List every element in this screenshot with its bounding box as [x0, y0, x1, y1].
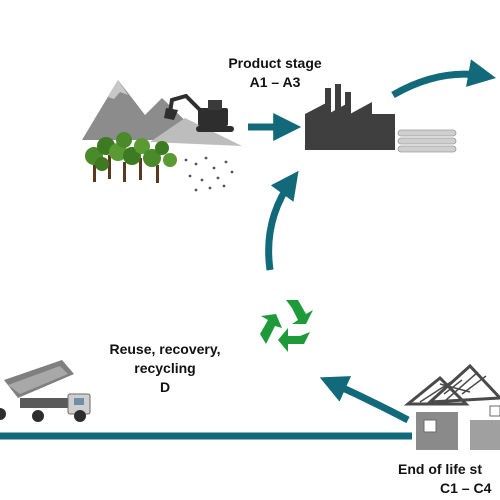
excavator-icon: [164, 93, 234, 132]
gravel-dots: [184, 156, 234, 192]
raw-materials-illustration: [82, 80, 242, 192]
reuse-stage-line1: Reuse, recovery,: [109, 341, 221, 357]
trees-icon: [85, 132, 177, 183]
factory-icon: [305, 84, 395, 150]
end-of-life-stage-label: End of life st C1 – C4: [398, 460, 500, 498]
arrow-to-use-stage: [391, 59, 497, 99]
end-of-life-stage-code: C1 – C4: [440, 480, 492, 496]
demolition-icon: [403, 363, 500, 450]
product-stage-label: Product stage A1 – A3: [205, 54, 345, 92]
arrow-eol-to-recycling: [319, 376, 410, 424]
end-of-life-stage-title: End of life st: [398, 461, 482, 477]
gravel-pile: [150, 118, 242, 146]
recycle-icon: [260, 300, 313, 352]
product-stage-code: A1 – A3: [249, 74, 301, 90]
product-panels-icon: [397, 129, 457, 153]
reuse-stage-line2: recycling: [134, 360, 196, 376]
mountain-snowcap: [108, 80, 128, 99]
arrow-recycling-to-factory: [265, 170, 299, 271]
dump-truck-icon: [0, 360, 91, 422]
reuse-stage-label: Reuse, recovery, recycling D: [80, 340, 250, 397]
product-stage-title: Product stage: [228, 55, 322, 71]
reuse-stage-code: D: [159, 379, 171, 395]
